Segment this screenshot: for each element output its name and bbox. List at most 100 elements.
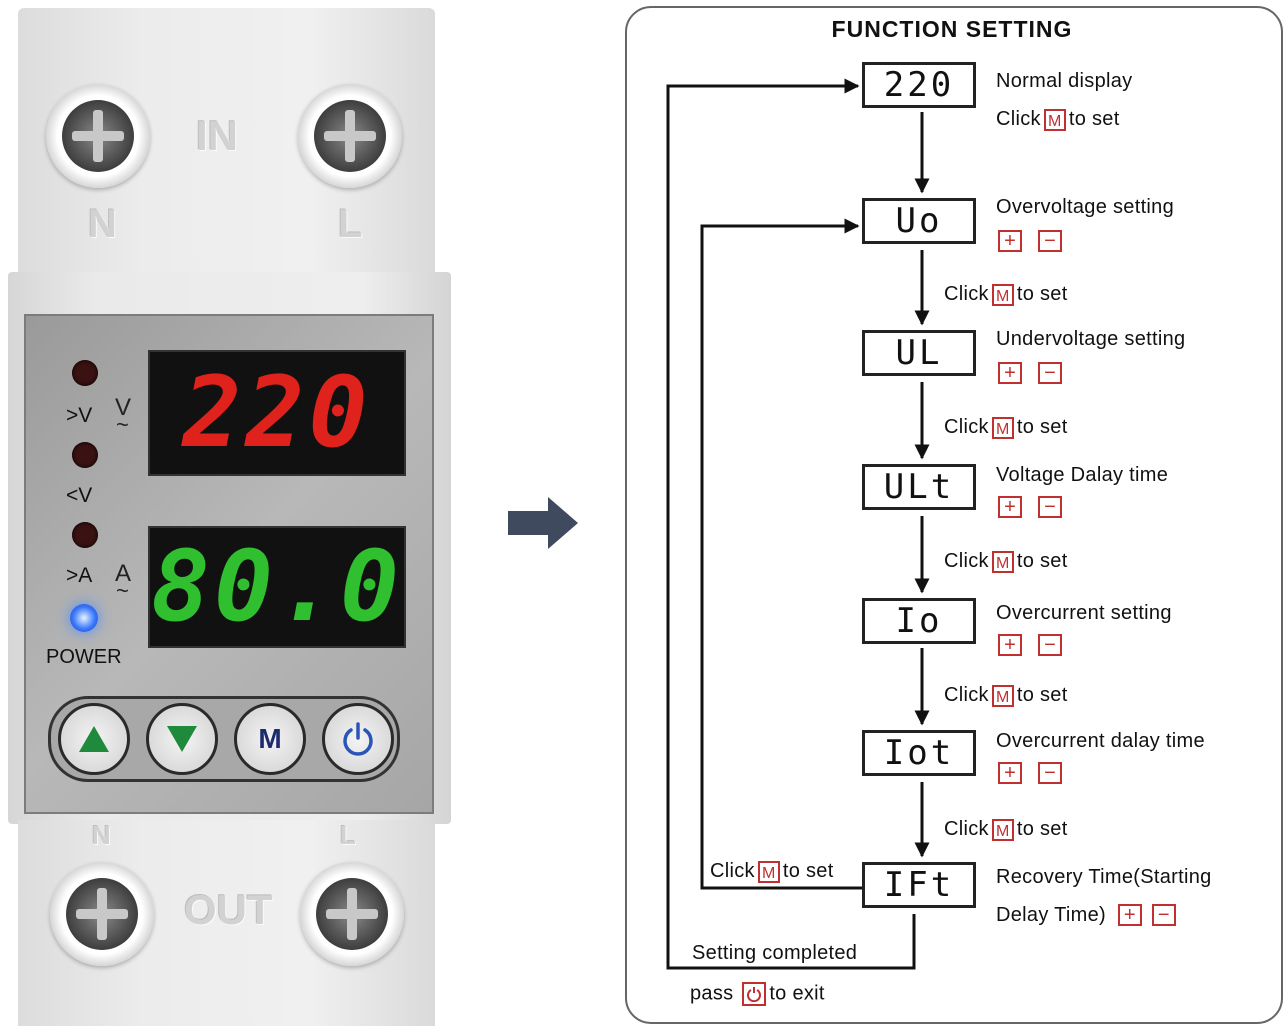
overvoltage-led-label: >V xyxy=(66,404,93,427)
terminal-n-in xyxy=(46,84,150,188)
overcurrent-plus-minus: +− xyxy=(998,634,1078,656)
lcd-normal-display: 220 xyxy=(862,62,976,108)
minus-icon: − xyxy=(1038,496,1062,518)
current-display: 80.0 xyxy=(148,526,406,648)
overcurrent-led xyxy=(72,522,98,548)
down-arrow-icon xyxy=(167,726,197,752)
voltage-delay-text: Voltage Dalay time xyxy=(996,464,1169,486)
lcd-overcurrent-delay: Iot xyxy=(862,730,976,776)
m-key-icon: M xyxy=(991,818,1014,841)
lcd-overcurrent: Io xyxy=(862,598,976,644)
lcd-recovery-time: IFt xyxy=(862,862,976,908)
loop-arrow-outer xyxy=(666,78,916,970)
normal-display-text: Normal display xyxy=(996,70,1133,92)
pass-to-exit-line: pass to exit xyxy=(690,982,825,1006)
click-word: Click xyxy=(944,818,989,840)
power-button[interactable] xyxy=(322,703,394,775)
voltage-delay-plus-minus: +− xyxy=(998,496,1078,518)
minus-icon: − xyxy=(1038,230,1062,252)
minus-icon: − xyxy=(1038,634,1062,656)
click-word: Click xyxy=(944,550,989,572)
down-button[interactable] xyxy=(146,703,218,775)
terminal-l-in xyxy=(298,84,402,188)
screw-icon xyxy=(314,100,386,172)
n-label-bottom: N xyxy=(92,820,111,850)
undervoltage-plus-minus: +− xyxy=(998,362,1078,384)
undervoltage-led-label: <V xyxy=(66,484,93,507)
power-led xyxy=(70,604,98,632)
undervoltage-led xyxy=(72,442,98,468)
current-ac-symbol: ~ xyxy=(116,578,129,603)
voltage-unit: V xyxy=(115,394,132,421)
overcurrent-led-label: >A xyxy=(66,564,93,587)
m-key-icon: M xyxy=(991,550,1014,573)
setting-completed-text: Setting completed xyxy=(688,942,862,965)
plus-icon: + xyxy=(1117,904,1142,926)
to-exit-word: to exit xyxy=(769,982,825,1005)
to-set-word: to set xyxy=(1016,550,1068,572)
power-key-icon xyxy=(742,982,767,1006)
l-label-top: L xyxy=(338,202,363,246)
l-label-bottom: L xyxy=(340,820,356,850)
m-key-icon: M xyxy=(757,860,780,883)
minus-icon: − xyxy=(1151,904,1176,926)
in-label: IN xyxy=(196,112,238,159)
to-set-word: to set xyxy=(1016,283,1068,305)
delay-time-word: Delay Time) xyxy=(996,904,1106,926)
n-label-top: N xyxy=(88,202,117,246)
click-word: Click xyxy=(944,416,989,438)
click-word: Click xyxy=(944,283,989,305)
terminal-l-out xyxy=(300,862,404,966)
terminal-n-out xyxy=(50,862,154,966)
to-set-word: to set xyxy=(782,860,834,882)
recovery-time-text: Recovery Time(Starting xyxy=(996,866,1212,888)
power-label: POWER xyxy=(46,646,122,668)
m-key-icon: M xyxy=(991,283,1014,306)
click-word: Click xyxy=(944,684,989,706)
plus-icon: + xyxy=(998,230,1022,252)
m-button-label: M xyxy=(258,723,282,754)
function-setting-panel xyxy=(625,6,1283,1024)
plus-icon: + xyxy=(998,362,1022,384)
overcurrent-delay-text: Overcurrent dalay time xyxy=(996,730,1205,752)
undervoltage-text: Undervoltage setting xyxy=(996,328,1186,350)
pass-word: pass xyxy=(690,982,734,1005)
to-set-word: to set xyxy=(1016,416,1068,438)
overvoltage-led xyxy=(72,360,98,386)
voltage-display: 220 xyxy=(148,350,406,476)
overvoltage-text: Overvoltage setting xyxy=(996,196,1175,218)
lcd-voltage-delay: ULt xyxy=(862,464,976,510)
overcurrent-text: Overcurrent setting xyxy=(996,602,1172,624)
plus-icon: + xyxy=(998,496,1022,518)
m-key-icon: M xyxy=(991,684,1014,707)
m-button[interactable]: M xyxy=(234,703,306,775)
current-unit: A xyxy=(115,560,132,587)
to-set-word: to set xyxy=(1016,684,1068,706)
loop-arrow-inner xyxy=(700,218,862,890)
click-word: Click xyxy=(710,860,755,882)
up-button[interactable] xyxy=(58,703,130,775)
lcd-undervoltage: UL xyxy=(862,330,976,376)
m-key-icon: M xyxy=(1043,108,1066,131)
m-key-icon: M xyxy=(991,416,1014,439)
up-arrow-icon xyxy=(79,726,109,752)
to-set-word: to set xyxy=(1016,818,1068,840)
screw-icon xyxy=(316,878,388,950)
click-word: Click xyxy=(996,108,1041,130)
lcd-overvoltage: Uo xyxy=(862,198,976,244)
overcurrent-delay-plus-minus: +− xyxy=(998,762,1078,784)
to-set-word: to set xyxy=(1068,108,1120,130)
out-label: OUT xyxy=(184,886,273,933)
right-arrow-icon xyxy=(508,497,578,549)
overvoltage-plus-minus: +− xyxy=(998,230,1078,252)
plus-icon: + xyxy=(998,634,1022,656)
plus-icon: + xyxy=(998,762,1022,784)
